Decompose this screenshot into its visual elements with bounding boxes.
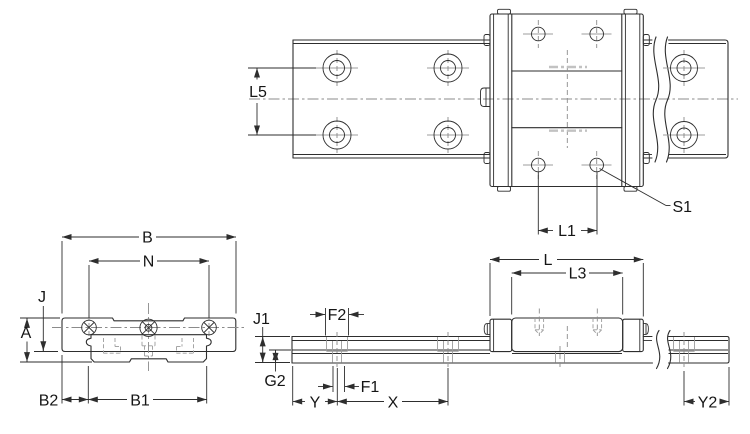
side-view: L L3 J1 G2 xyxy=(253,252,730,412)
carriage-top-view xyxy=(480,8,650,192)
counterbore-hole xyxy=(663,117,705,153)
dim-label-b1: B1 xyxy=(130,393,150,410)
rail-side-outline xyxy=(291,335,730,364)
dim-b2: B2 xyxy=(39,355,89,410)
carriage-front-outline xyxy=(61,317,237,353)
dim-l1: L1 xyxy=(537,172,598,240)
rail-top-view xyxy=(292,39,729,159)
counterbore-hole xyxy=(316,117,358,153)
rail-mounting-holes-top xyxy=(316,50,705,153)
top-view: L5 L1 S1 xyxy=(248,8,738,240)
dim-a: A xyxy=(20,317,92,363)
dim-j1: J1 xyxy=(253,311,290,363)
counterbore-hole xyxy=(316,50,358,86)
seal-lip xyxy=(483,152,491,164)
dim-label-y2: Y2 xyxy=(698,395,718,412)
dim-label-x: X xyxy=(388,395,399,412)
counterbore-hole xyxy=(427,50,469,86)
dim-label-j: J xyxy=(38,289,46,306)
end-cap-screw xyxy=(201,315,217,340)
dim-label-f2: F2 xyxy=(328,307,347,324)
carriage-tapped-hole-side xyxy=(534,308,545,336)
dim-b1: B1 xyxy=(88,366,208,410)
tapped-hole-s1 xyxy=(523,20,553,48)
dim-b: B xyxy=(61,230,237,314)
dim-l3: L3 xyxy=(511,266,624,315)
break-lines-top xyxy=(652,36,671,163)
dim-g2: G2 xyxy=(264,349,291,390)
dim-label-l3: L3 xyxy=(569,266,587,283)
front-view: B N J A xyxy=(20,230,246,410)
counterbore-hole xyxy=(427,117,469,153)
seal-lip xyxy=(642,152,650,164)
tapped-hole-s1 xyxy=(581,20,612,48)
end-cap-tab xyxy=(623,186,638,192)
dim-label-b: B xyxy=(142,230,153,247)
dim-y2: Y2 xyxy=(683,367,730,412)
carriage-tapped-hole-side xyxy=(592,308,603,336)
rail-hole-side xyxy=(326,332,348,367)
grease-nipple xyxy=(480,87,490,107)
dim-label-g2: G2 xyxy=(264,373,285,390)
end-seal-plug xyxy=(643,323,649,335)
dim-label-l5: L5 xyxy=(249,84,267,101)
dim-label-n: N xyxy=(143,254,155,271)
tapped-hole-s1 xyxy=(581,151,612,179)
dim-label-j1: J1 xyxy=(253,311,270,328)
rail-hole-side-hidden xyxy=(555,346,565,368)
tapped-hole-s1 xyxy=(523,151,553,179)
dim-j: J xyxy=(34,289,58,352)
dim-label-s1: S1 xyxy=(673,199,693,216)
grease-port-screw xyxy=(139,318,158,337)
callout-s1: S1 xyxy=(599,168,693,216)
grease-nipple-side xyxy=(483,323,490,335)
dim-l: L xyxy=(489,252,644,317)
counterbore-hole xyxy=(663,50,705,86)
dim-label-a: A xyxy=(21,325,32,342)
dim-x: X xyxy=(337,368,449,412)
seal-lip xyxy=(483,34,491,46)
end-cap-tab xyxy=(623,8,638,15)
rail-front-outline xyxy=(85,334,212,363)
dim-label-b2: B2 xyxy=(39,393,59,410)
dim-label-l: L xyxy=(544,252,553,269)
rail-hole-side xyxy=(437,332,459,367)
end-cap-screw xyxy=(81,315,97,340)
dim-label-f1: F1 xyxy=(361,379,380,396)
end-cap-tab xyxy=(497,8,511,15)
carriage-side-outline xyxy=(483,308,649,353)
seal-lip xyxy=(642,34,650,46)
break-lines-side xyxy=(655,329,672,370)
dim-f1: F1 xyxy=(318,366,379,396)
dim-y: Y xyxy=(292,366,338,412)
dim-label-l1: L1 xyxy=(558,223,576,240)
rail-hole-side xyxy=(673,332,695,367)
dim-n: N xyxy=(88,254,210,318)
dim-label-y: Y xyxy=(310,395,321,412)
dim-f2: F2 xyxy=(310,307,364,336)
end-cap-tab xyxy=(497,186,511,192)
dim-l5: L5 xyxy=(248,67,316,136)
